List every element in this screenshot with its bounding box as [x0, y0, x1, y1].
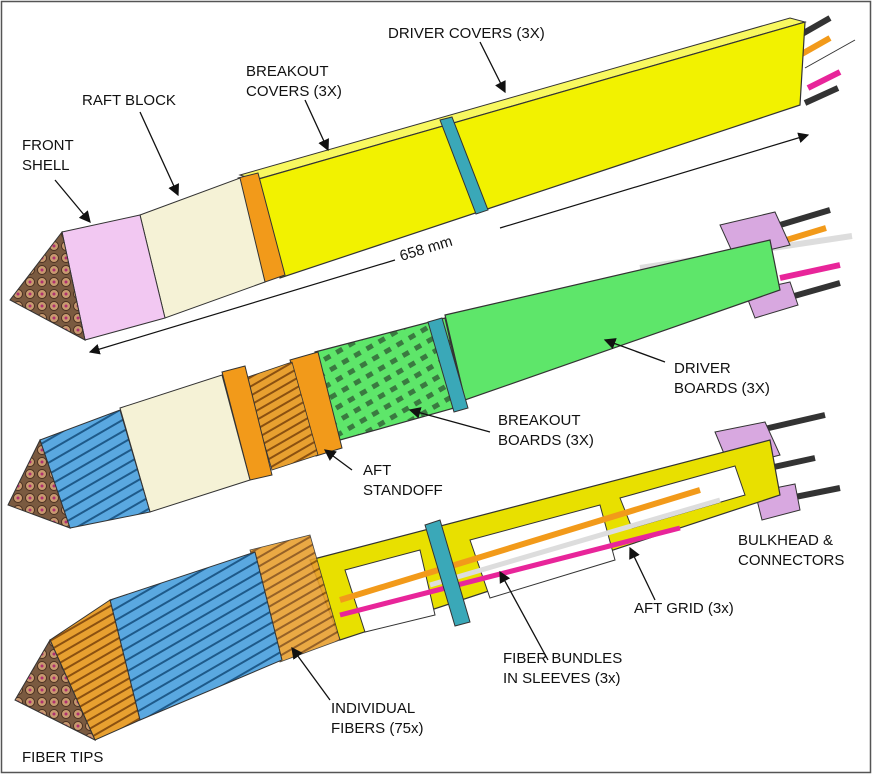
label-bulkhead-line2: CONNECTORS: [738, 552, 844, 569]
label-breakout-boards-line1: BREAKOUT: [498, 412, 581, 429]
label-driver-boards-line2: BOARDS (3X): [674, 380, 770, 397]
label-driver-covers: DRIVER COVERS (3X): [388, 25, 545, 42]
label-driver-boards-line1: DRIVER: [674, 360, 731, 377]
cover-joint-ring: [439, 116, 489, 215]
label-individual-fibers-line2: FIBERS (75x): [331, 720, 424, 737]
middle-joint-ring: [427, 317, 469, 413]
label-front-shell-line2: SHELL: [22, 157, 70, 174]
callout-labels: FRONT SHELL RAFT BLOCK BREAKOUT COVERS (…: [22, 25, 844, 766]
bottom-joint-ring: [424, 519, 471, 627]
label-breakout-covers-line2: COVERS (3X): [246, 83, 342, 100]
driver-board: [444, 239, 781, 401]
label-raft-block: RAFT BLOCK: [82, 92, 176, 109]
label-breakout-covers-line1: BREAKOUT: [246, 63, 329, 80]
middle-assembly: [7, 207, 853, 529]
label-front-shell-line1: FRONT: [22, 137, 74, 154]
label-fiber-tips: FIBER TIPS: [22, 749, 103, 766]
top-fiber-tip-face: [9, 230, 86, 341]
label-aft-standoff-line1: AFT: [363, 462, 391, 479]
bulkhead-connector-upper: [719, 211, 791, 259]
label-individual-fibers-line1: INDIVIDUAL: [331, 700, 415, 717]
middle-fiber-tip-face: [7, 438, 71, 529]
bottom-fiber-tips: [14, 638, 97, 742]
top-assembly: [9, 15, 857, 341]
leader-lines: [54, 41, 666, 701]
label-aft-grid: AFT GRID (3x): [634, 600, 734, 617]
label-bulkhead-line1: BULKHEAD &: [738, 532, 833, 549]
label-fiber-bundles-line1: FIBER BUNDLES: [503, 650, 622, 667]
label-fiber-bundles-line2: IN SLEEVES (3x): [503, 670, 621, 687]
fiber-sleeve-orange: [339, 487, 701, 603]
fiber-sleeve-white: [429, 497, 721, 588]
label-aft-standoff-line2: STANDOFF: [363, 482, 443, 499]
dimension-line-left: [88, 259, 396, 355]
dimension-line-right: [499, 132, 810, 229]
label-breakout-boards-line2: BOARDS (3X): [498, 432, 594, 449]
